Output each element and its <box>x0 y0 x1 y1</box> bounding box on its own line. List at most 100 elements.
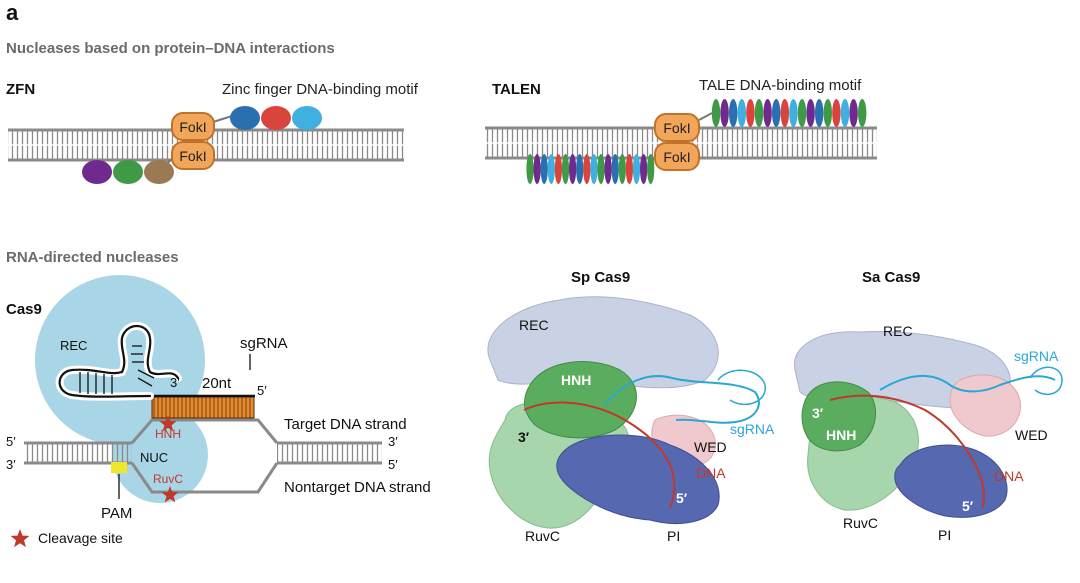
sa-cas9-structure: Sa Cas9 REC sgRNA 3′ HNH WED DNA 5′ RuvC… <box>794 269 1063 543</box>
cas9-heteroduplex <box>151 396 255 419</box>
sa-dna-label: DNA <box>994 468 1024 484</box>
talen-tale-repeat <box>632 154 641 184</box>
cas9-20nt-label: 20nt <box>202 375 232 392</box>
talen-motif-label: TALE DNA-binding motif <box>699 77 862 94</box>
talen-tale-repeat <box>797 99 807 127</box>
talen-tale-repeat <box>540 154 548 184</box>
cas9-rna-5prime-label: 5′ <box>257 383 267 398</box>
cas9-nontarget-strand <box>130 462 279 494</box>
cas9-dna-right-5prime: 5′ <box>388 457 398 472</box>
cas9-dna-right-duplex <box>277 443 382 463</box>
sa-sgrna-loop <box>1029 366 1063 396</box>
talen-tale-repeat <box>806 99 815 127</box>
cas9-target-strand-label: Target DNA strand <box>284 416 407 433</box>
talen-tale-repeat <box>729 99 738 127</box>
talen-tale-repeat <box>561 154 570 184</box>
cas9-ruvc-label: RuvC <box>153 472 183 486</box>
zfn-zinc-finger <box>261 106 291 130</box>
talen-tale-repeat <box>840 99 850 127</box>
zfn-foki-top: FokI <box>171 112 215 141</box>
talen-tale-repeat <box>815 99 824 127</box>
sa-wed-domain <box>949 374 1022 437</box>
talen-tale-repeat <box>576 154 584 184</box>
cas9-rna-3prime-label: 3′ <box>170 375 180 390</box>
section-rna-directed: RNA-directed nucleases <box>6 249 179 266</box>
zfn-foki-bottom: FokI <box>171 141 215 170</box>
talen-foki-top: FokI <box>654 113 700 142</box>
zfn-zinc-finger <box>292 106 322 130</box>
cas9-nuc-label: NUC <box>140 450 168 465</box>
talen-diagram: TALEN TALE DNA-binding motif FokI FokI <box>485 77 877 184</box>
talen-foki-bottom-label: FokI <box>663 149 690 165</box>
sp-hnh-domain <box>524 361 637 439</box>
zfn-title: ZFN <box>6 81 35 98</box>
cas9-dna-left-3prime: 3′ <box>6 457 16 472</box>
talen-tale-repeat <box>772 99 781 127</box>
talen-tale-repeat <box>597 154 605 184</box>
sa-dna-strand <box>829 394 986 509</box>
panel-letter: a <box>6 0 19 25</box>
sp-hnh-label: HNH <box>561 372 591 388</box>
sp-cas9-title: Sp Cas9 <box>571 269 630 286</box>
talen-tale-repeat <box>720 99 729 127</box>
sa-3prime-label: 3′ <box>812 405 824 421</box>
sa-ruvc-label: RuvC <box>843 515 878 531</box>
talen-tale-repeat <box>823 99 832 127</box>
zfn-foki-top-label: FokI <box>179 119 206 135</box>
talen-title: TALEN <box>492 81 541 98</box>
sa-hnh-label: HNH <box>826 427 856 443</box>
talen-tale-repeat <box>780 99 789 127</box>
talen-tale-repeat <box>647 154 655 184</box>
talen-tale-repeat <box>547 154 555 184</box>
talen-tale-repeat <box>763 99 772 127</box>
sp-3prime-label: 3′ <box>518 429 530 445</box>
talen-tale-repeat <box>611 154 619 184</box>
talen-tale-repeat <box>711 99 721 127</box>
talen-tale-repeat <box>533 154 541 184</box>
zfn-linker-top <box>212 115 233 123</box>
sa-cas9-title: Sa Cas9 <box>862 269 920 286</box>
sa-rec-label: REC <box>883 323 913 339</box>
zfn-diagram: ZFN Zinc finger DNA-binding motif FokI F… <box>6 81 419 184</box>
sp-5prime-label: 5′ <box>676 490 688 506</box>
cas9-target-strand <box>130 418 279 444</box>
sa-pi-label: PI <box>938 527 951 543</box>
talen-top-repeats <box>711 99 867 127</box>
cas9-pam-marker <box>111 462 127 473</box>
cas9-pam-label: PAM <box>101 505 132 522</box>
sp-dna-label: DNA <box>696 465 726 481</box>
cas9-schematic: Cas9 <box>6 275 431 548</box>
zfn-zinc-finger <box>230 106 260 130</box>
zfn-zinc-finger <box>113 160 143 184</box>
zfn-zinc-finger <box>82 160 112 184</box>
section-protein-dna: Nucleases based on protein–DNA interacti… <box>6 40 335 57</box>
cas9-dna-left-5prime: 5′ <box>6 434 16 449</box>
cas9-rec-label: REC <box>60 338 87 353</box>
talen-tale-repeat <box>554 154 563 184</box>
sp-wed-label: WED <box>694 439 727 455</box>
talen-tale-repeat <box>583 154 591 184</box>
zfn-bottom-fingers <box>82 160 174 184</box>
cas9-ruvc-cleavage-star <box>161 486 179 503</box>
talen-tale-repeat <box>737 99 746 127</box>
legend-cleavage-star <box>10 529 30 548</box>
talen-tale-repeat <box>625 154 634 184</box>
cas9-nontarget-strand-label: Nontarget DNA strand <box>284 479 431 496</box>
talen-tale-repeat <box>858 99 867 127</box>
talen-foki-top-label: FokI <box>663 120 690 136</box>
talen-tale-repeat <box>569 154 577 184</box>
sa-sgrna-label: sgRNA <box>1014 348 1059 364</box>
talen-tale-repeat <box>604 154 612 184</box>
legend-cleavage-label: Cleavage site <box>38 530 123 546</box>
sa-pi-domain <box>894 444 1008 518</box>
talen-tale-repeat <box>849 99 858 127</box>
sp-sgrna-loop <box>717 369 766 406</box>
talen-tale-repeat <box>640 154 648 184</box>
cas9-hnh-label: HNH <box>155 427 181 441</box>
sa-5prime-label: 5′ <box>962 498 974 514</box>
cas9-sgrna-scaffold <box>55 322 182 401</box>
zfn-zinc-finger <box>144 160 174 184</box>
talen-tale-repeat <box>746 99 755 127</box>
sa-sgrna-helix <box>879 374 1056 393</box>
